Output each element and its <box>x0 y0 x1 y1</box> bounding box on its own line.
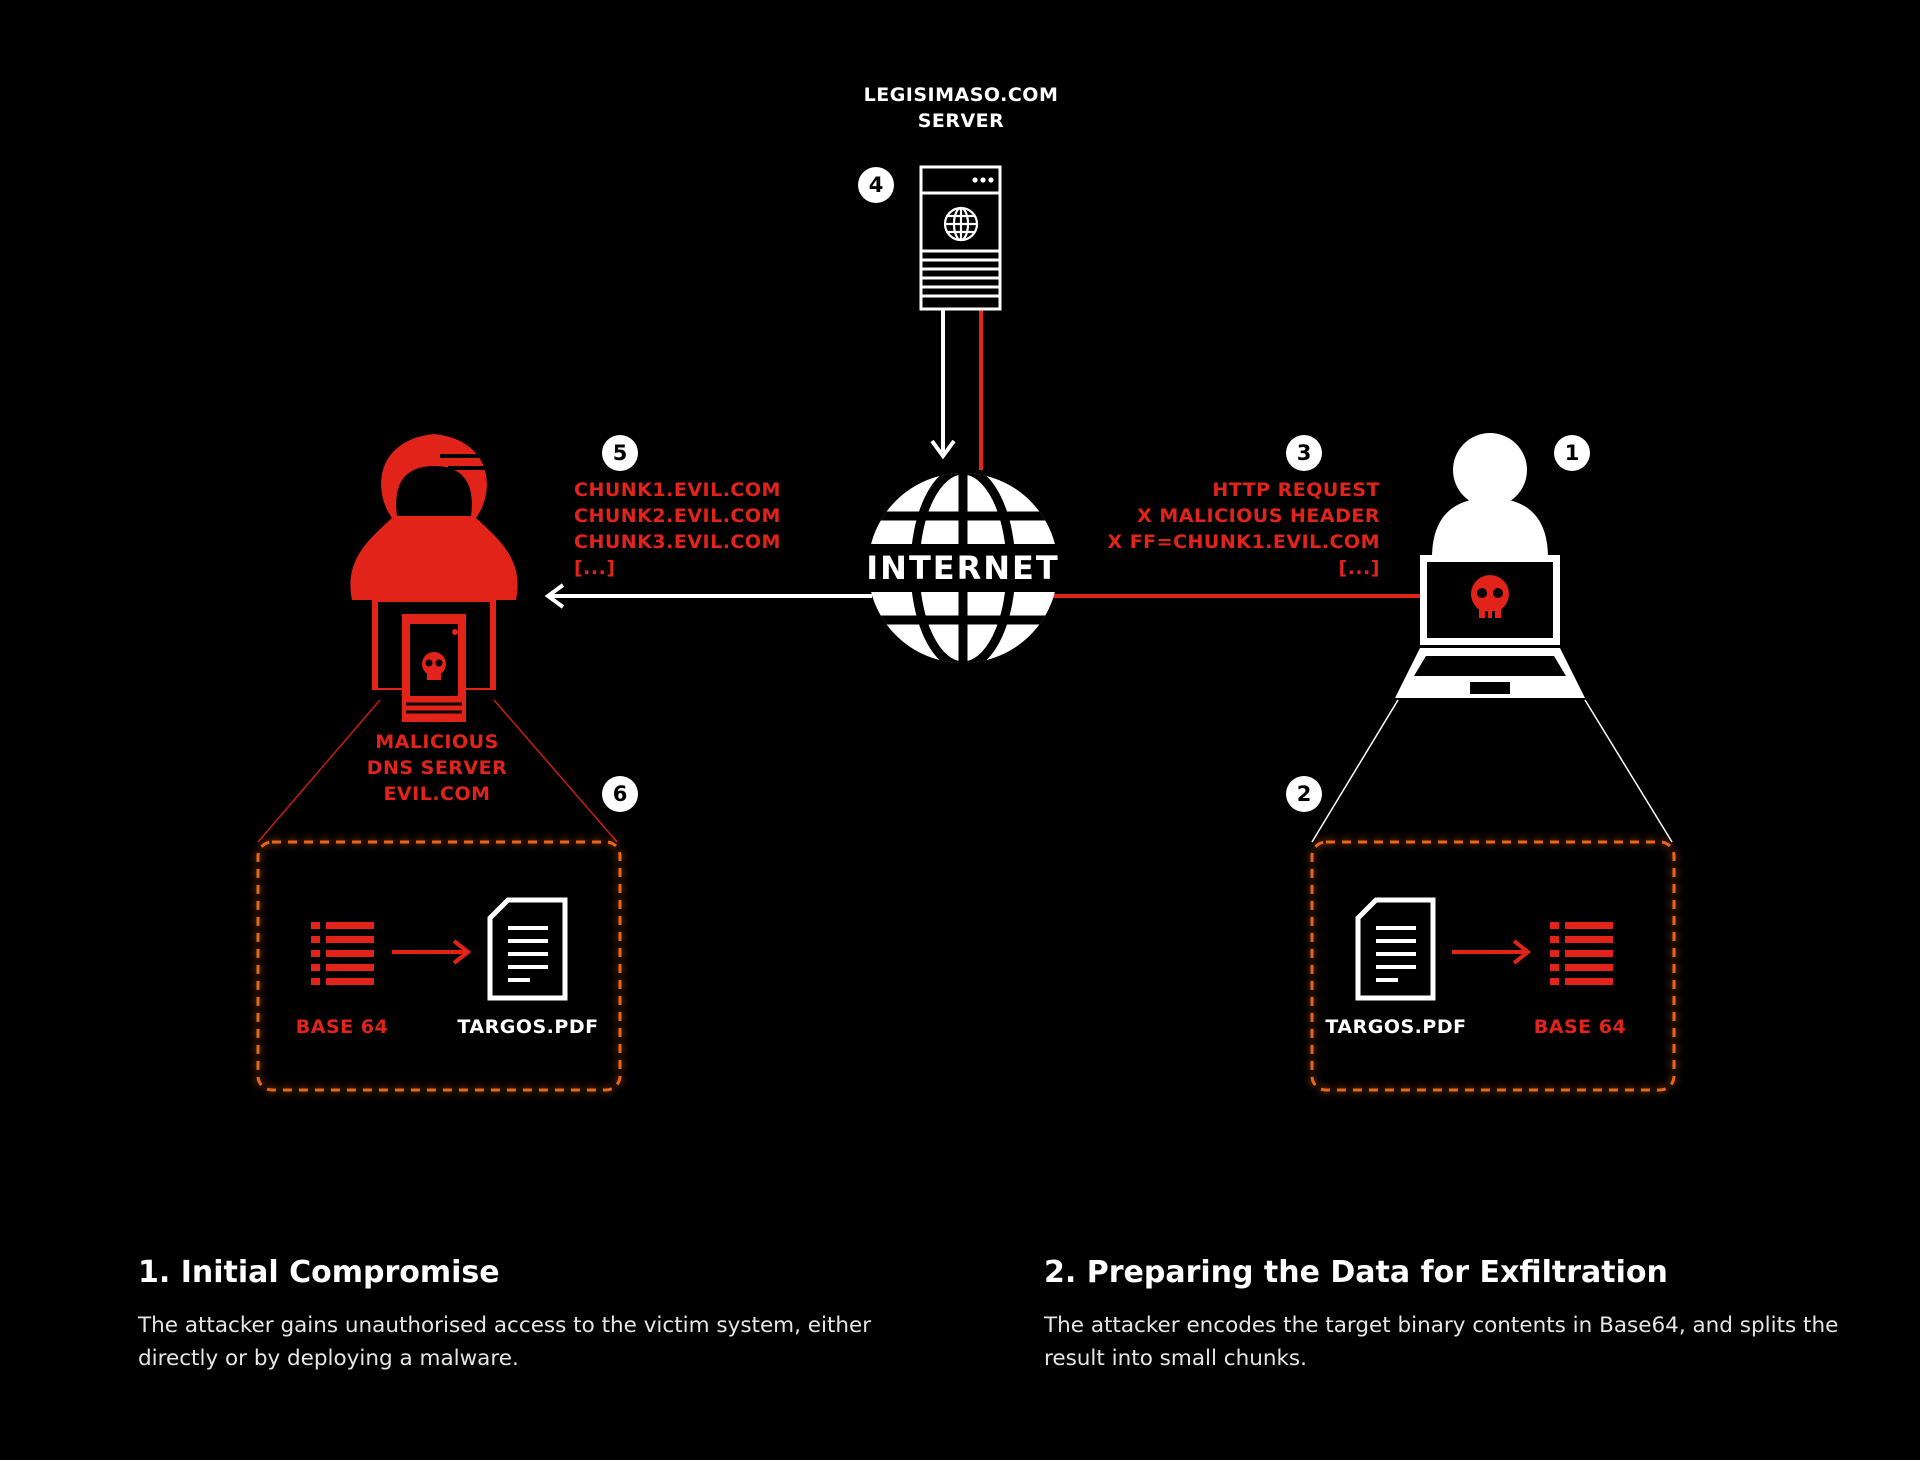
server-label-line1: LEGISIMASO.COM <box>863 84 1059 106</box>
http-request-label: HTTP REQUEST X MALICIOUS HEADER X FF=CHU… <box>1107 479 1380 579</box>
left-box-target-label: TARGOS.PDF <box>457 1016 599 1038</box>
document-icon <box>487 897 568 1001</box>
base64-list-icon <box>311 922 374 985</box>
right-box-source-label: TARGOS.PDF <box>1325 1016 1467 1038</box>
infected-server-icon <box>402 614 466 722</box>
connections <box>257 310 1673 843</box>
step-1-title: 1. Initial Compromise <box>138 1255 500 1290</box>
step-2-title: 2. Preparing the Data for Exfiltration <box>1044 1255 1668 1290</box>
server-arrowhead <box>930 439 956 460</box>
dns-queries-label: CHUNK1.EVIL.COM CHUNK2.EVIL.COM CHUNK3.E… <box>574 479 781 579</box>
right-encode-box <box>1310 840 1676 1092</box>
server-label-line2: SERVER <box>917 110 1005 132</box>
arrow-right-icon <box>1452 939 1532 965</box>
right-box-target-label: BASE 64 <box>1533 1016 1627 1038</box>
server-icon <box>919 165 1002 311</box>
victim-user-icon <box>1432 433 1548 558</box>
left-decode-box <box>256 840 622 1092</box>
step-badge-2: 2 <box>1286 776 1322 812</box>
step-badge-6: 6 <box>602 776 638 812</box>
skull-icon <box>422 652 446 680</box>
step-2: 2. Preparing the Data for Exfiltration T… <box>1044 1255 1904 1375</box>
arrow-right-icon <box>392 939 472 965</box>
server-label: LEGISIMASO.COM SERVER <box>843 82 1079 134</box>
attacker-label: MALICIOUS DNS SERVER EVIL.COM <box>366 731 508 805</box>
attacker-arrowhead <box>544 583 565 609</box>
globe-icon <box>860 473 1066 663</box>
step-2-description: The attacker encodes the target binary c… <box>1044 1313 1839 1371</box>
document-icon <box>1355 897 1436 1001</box>
skull-icon <box>1471 575 1509 618</box>
attacker-hooded-icon <box>350 434 518 722</box>
base64-list-icon <box>1550 922 1613 985</box>
step-1: 1. Initial Compromise The attacker gains… <box>138 1255 998 1375</box>
left-box-source-label: BASE 64 <box>295 1016 389 1038</box>
internet-label: INTERNET <box>866 549 1060 587</box>
step-badge-5: 5 <box>602 435 638 471</box>
step-1-description: The attacker gains unauthorised access t… <box>138 1313 872 1371</box>
laptop-icon <box>1395 555 1585 698</box>
step-badge-4: 4 <box>858 167 894 203</box>
step-badge-1: 1 <box>1554 435 1590 471</box>
step-badge-3: 3 <box>1286 435 1322 471</box>
